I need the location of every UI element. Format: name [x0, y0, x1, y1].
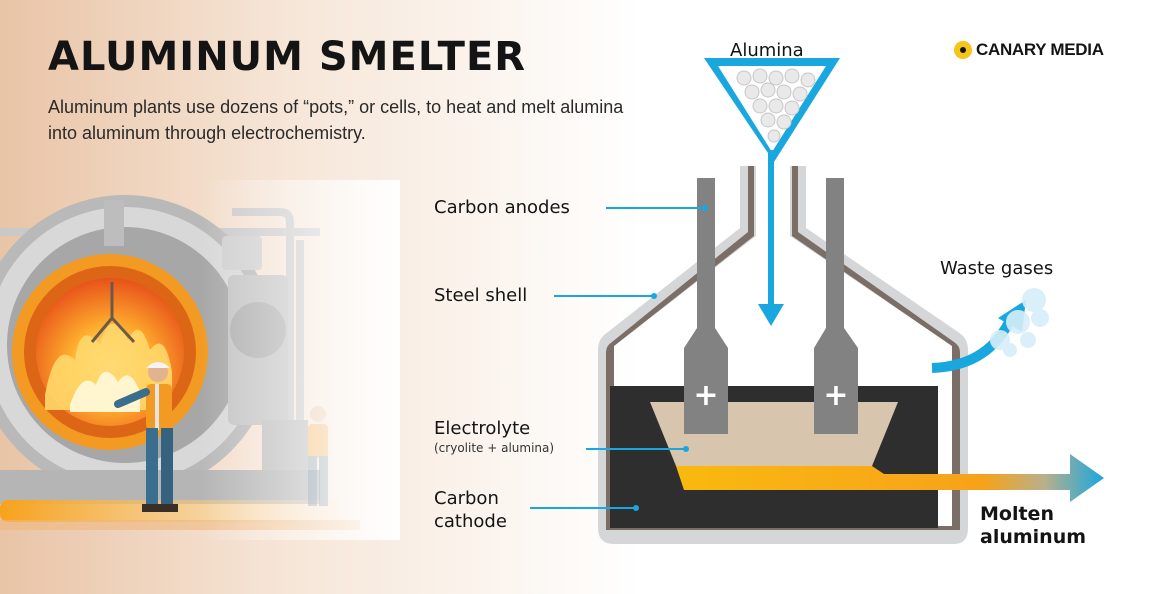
label-steel-shell: Steel shell — [434, 285, 528, 306]
page-title: ALUMINUM SMELTER — [48, 34, 527, 80]
label-carbon-cathode-line1: Carbon — [434, 488, 499, 509]
label-waste-gases: Waste gases — [940, 258, 1054, 279]
label-electrolyte-detail: (cryolite + alumina) — [434, 441, 555, 455]
factory-scene — [0, 180, 400, 540]
carbon-anode-right — [814, 178, 858, 434]
pot-cell-diagram: + + — [530, 58, 1104, 544]
alumina-pellets — [736, 68, 816, 143]
label-alumina: Alumina — [730, 40, 804, 61]
brand-logo: CANARY MEDIA — [954, 40, 1104, 60]
carbon-anode-left — [684, 178, 728, 434]
label-molten-line1: Molten — [980, 503, 1054, 525]
worker-figure — [114, 362, 178, 512]
waste-gas-cloud — [990, 288, 1049, 357]
anode-positive-sign-left: + — [693, 378, 718, 413]
anode-positive-sign-right: + — [823, 378, 848, 413]
page-subtitle: Aluminum plants use dozens of “pots,” or… — [48, 97, 624, 143]
label-carbon-anodes: Carbon anodes — [434, 197, 570, 218]
label-carbon-cathode-line2: cathode — [434, 511, 507, 532]
label-molten-line2: aluminum — [980, 526, 1087, 548]
brand-name: CANARY MEDIA — [976, 40, 1104, 59]
canary-dot-icon — [954, 41, 972, 59]
molten-aluminum-arrow — [676, 454, 1104, 502]
label-electrolyte: Electrolyte — [434, 418, 531, 439]
